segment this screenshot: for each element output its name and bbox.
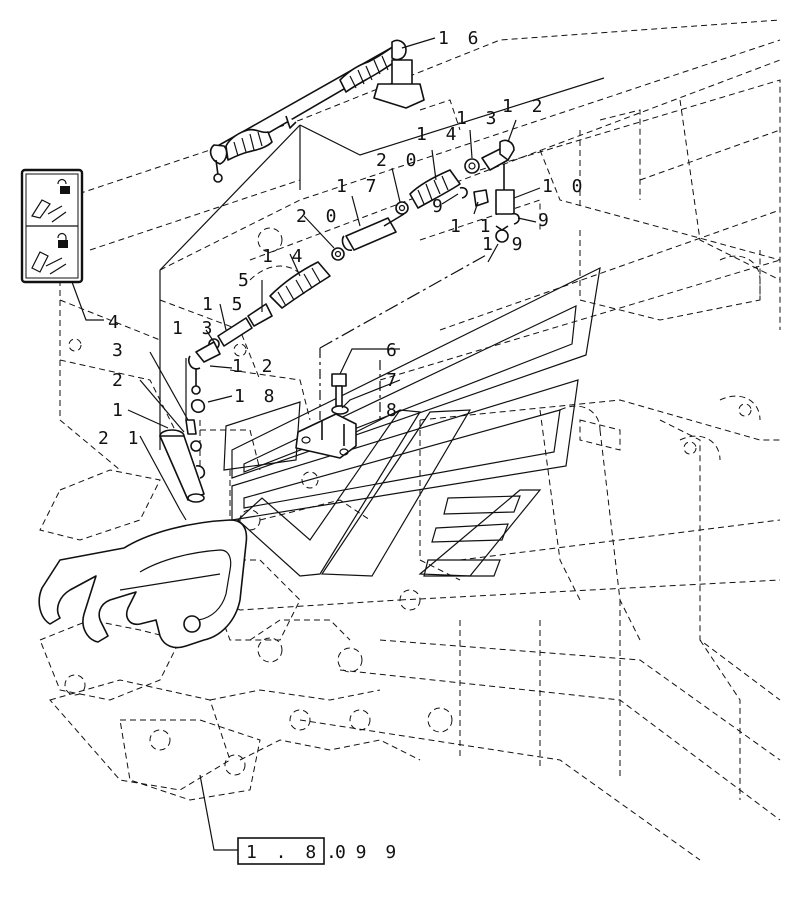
callout-9-right: 9 [538, 210, 553, 231]
callout-7: 7 [386, 370, 401, 391]
callout-2: 2 [112, 370, 127, 391]
callout-4: 4 [108, 312, 123, 333]
callout-10: 1 0 [542, 176, 587, 197]
callout-16: 1 6 [438, 28, 483, 49]
reference-boxed-text: 1 . 8 0 [246, 842, 350, 863]
locked-padlock-icon [57, 232, 68, 248]
callout-15: 1 5 [202, 294, 247, 315]
reference-box: 1 . 8 0 . 9 9 [237, 837, 400, 865]
center-bracket [295, 373, 357, 459]
callout-11: 1 1 [450, 216, 495, 237]
unlocked-padlock-icon [57, 178, 70, 194]
assembly-axes [159, 77, 605, 450]
callout-6: 6 [386, 340, 401, 361]
callout-13-right: 1 3 [456, 108, 501, 129]
lift-arm-up-icon [31, 199, 67, 223]
reference-suffix-text: . 9 9 [326, 842, 400, 863]
callout-1: 1 [112, 400, 127, 421]
pins-and-clips [159, 419, 206, 503]
leader-lines [71, 37, 541, 851]
callout-19: 1 9 [482, 234, 527, 255]
callout-labels: 1 6 1 2 1 3 1 4 2 0 1 7 1 0 9 9 1 1 2 0 … [98, 28, 587, 449]
callout-17: 1 7 [336, 176, 381, 197]
lifting-hook [38, 519, 248, 649]
callout-21: 2 1 [98, 428, 143, 449]
upper-cable-assembly [209, 39, 425, 183]
reference-box-frame [237, 837, 325, 865]
frame-highlight-symbol [223, 266, 601, 577]
callout-13-left: 1 3 [172, 318, 217, 339]
callout-5: 5 [238, 270, 253, 291]
warning-decal [20, 168, 84, 284]
machine-frame-outline [39, 19, 781, 861]
lift-arm-down-icon [31, 251, 67, 275]
callout-20-right: 2 0 [376, 150, 421, 171]
left-cable-components [187, 247, 345, 413]
callout-12-right: 1 2 [502, 96, 547, 117]
callout-20-left: 2 0 [296, 206, 341, 227]
callout-3: 3 [112, 340, 127, 361]
callout-14-right: 1 4 [416, 124, 461, 145]
callout-12-left: 1 2 [232, 356, 277, 377]
callout-18: 1 8 [234, 386, 279, 407]
callout-9-left: 9 [432, 196, 447, 217]
callout-8: 8 [386, 400, 401, 421]
callout-14-left: 1 4 [262, 246, 307, 267]
